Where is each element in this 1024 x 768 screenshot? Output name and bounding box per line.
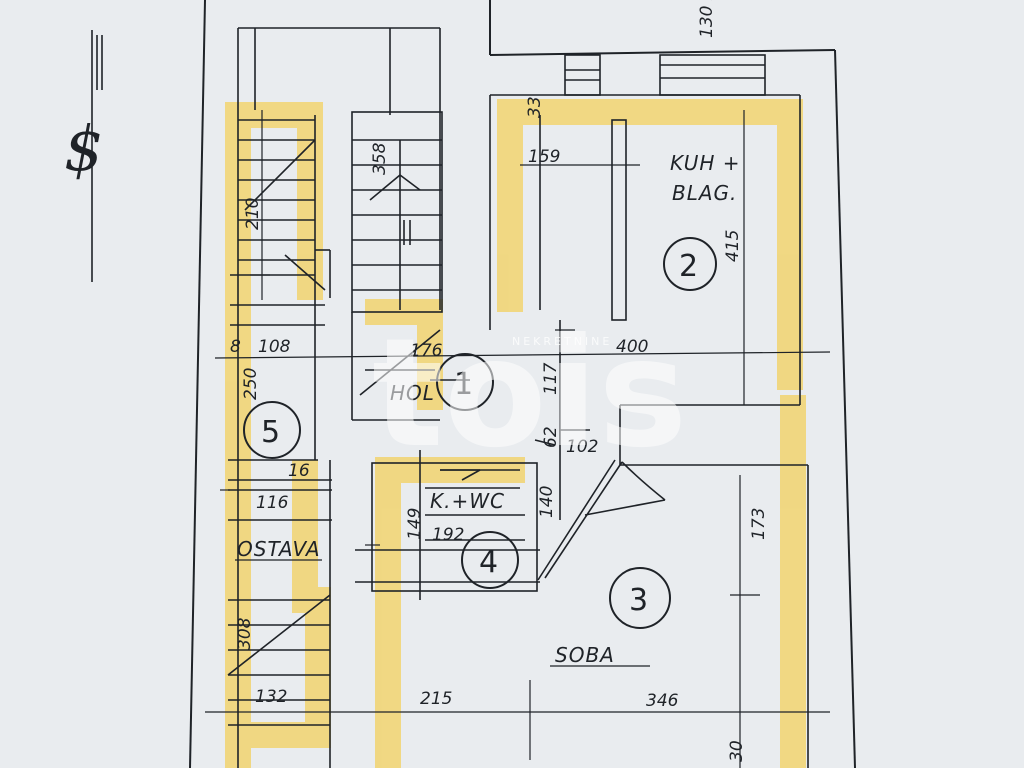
- watermark-subtext: NEKRETNINE: [512, 335, 612, 348]
- room-2-number: 2: [679, 249, 698, 284]
- dim-117: 117: [541, 362, 561, 395]
- room-2-circle: [663, 237, 717, 291]
- room-5-label: OSTAVA: [237, 537, 321, 561]
- room-3-circle: [609, 567, 671, 629]
- dim-400: 400: [616, 337, 648, 357]
- dim-33: 33: [525, 96, 545, 118]
- dim-116: 116: [256, 493, 289, 513]
- dim-308: 308: [235, 617, 255, 650]
- dim-159: 159: [528, 147, 560, 167]
- watermark-logo: tois: [372, 307, 687, 481]
- dim-149: 149: [405, 508, 425, 540]
- room-1-circle: [436, 353, 494, 411]
- room-2-label: KUH +: [670, 151, 741, 175]
- dim-8: 8: [230, 337, 241, 357]
- dim-140: 140: [537, 486, 557, 518]
- plan-frame: [189, 0, 856, 768]
- room-1-number: 1: [454, 367, 473, 402]
- room-4-label: K.+WC: [430, 489, 505, 513]
- dim-176: 176: [410, 341, 443, 361]
- room-5-number: 5: [261, 415, 280, 450]
- watermark: tois NEKRETNINE: [372, 307, 687, 481]
- dim-62: 62: [541, 426, 561, 448]
- dim-215: 215: [420, 689, 452, 709]
- dim-210: 210: [243, 198, 263, 230]
- dim-132: 132: [255, 687, 287, 707]
- room-4-circle: [461, 531, 519, 589]
- walls: [227, 27, 809, 768]
- dim-16: 16: [288, 461, 310, 481]
- dimension-lines: [205, 110, 831, 768]
- room-3-label: SOBA: [555, 643, 615, 667]
- north-symbol-group: $: [64, 30, 103, 282]
- dim-173: 173: [749, 508, 769, 540]
- room-2-label-line2: BLAG.: [672, 181, 737, 205]
- dim-102: 102: [566, 437, 598, 457]
- dim-192: 192: [432, 525, 464, 545]
- room-labels: HOL KUH + BLAG. SOBA K.+WC OSTAVA: [235, 151, 741, 667]
- north-symbol: $: [64, 112, 103, 185]
- dim-346: 346: [646, 691, 679, 711]
- room-numbers: 1 2 3 4 5: [261, 249, 698, 618]
- dim-358: 358: [370, 142, 390, 175]
- room-4-number: 4: [479, 545, 498, 580]
- dim-30: 30: [727, 740, 747, 762]
- room-markers: [243, 237, 717, 629]
- dimension-labels: 130 30 33 159 358 210 415 8 108 176 400 …: [230, 0, 769, 762]
- dim-250: 250: [241, 368, 261, 400]
- dim-415: 415: [723, 230, 743, 262]
- room-3-number: 3: [629, 583, 648, 618]
- room-5-circle: [243, 401, 301, 459]
- room-1-label: HOL: [390, 381, 435, 405]
- dim-108: 108: [258, 337, 291, 357]
- dim-top-pair: 130 30: [697, 0, 717, 38]
